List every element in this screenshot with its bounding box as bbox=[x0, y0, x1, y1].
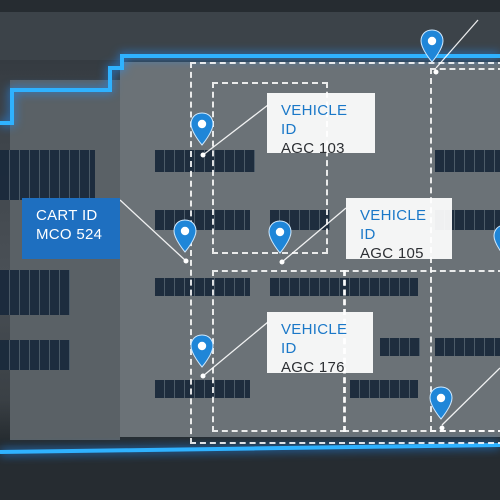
solar-panel-row bbox=[0, 150, 95, 200]
solar-panel-row bbox=[155, 278, 250, 296]
building-roof bbox=[10, 80, 120, 440]
zone-boundary bbox=[212, 82, 328, 254]
cart-id-label[interactable]: CART ID MCO 524 bbox=[22, 198, 120, 259]
location-pin-icon[interactable] bbox=[492, 224, 500, 258]
solar-panel-row bbox=[155, 150, 255, 172]
solar-panel-row bbox=[0, 270, 70, 315]
vehicle-id-label[interactable]: VEHICLE ID AGC 103 bbox=[267, 93, 375, 157]
location-pin-icon[interactable] bbox=[267, 220, 293, 254]
vehicle-id-label[interactable]: VEHICLE ID AGC 176 bbox=[267, 312, 373, 376]
location-pin-icon[interactable] bbox=[189, 334, 215, 368]
label-title: CART ID bbox=[36, 207, 98, 224]
label-title: VEHICLE ID bbox=[360, 207, 427, 243]
solar-panel-row bbox=[380, 338, 420, 356]
label-title: VEHICLE ID bbox=[281, 321, 348, 357]
zone-boundary bbox=[190, 62, 500, 444]
label-title: VEHICLE ID bbox=[281, 102, 348, 138]
label-value: AGC 105 bbox=[360, 245, 424, 262]
road bbox=[0, 0, 500, 12]
label-value: AGC 103 bbox=[281, 140, 345, 157]
location-pin-icon[interactable] bbox=[419, 29, 445, 63]
solar-panel-row bbox=[435, 150, 500, 172]
solar-panel-row bbox=[155, 380, 250, 398]
label-value: AGC 176 bbox=[281, 359, 345, 376]
solar-panel-row bbox=[435, 338, 500, 356]
vehicle-id-label[interactable]: VEHICLE ID AGC 105 bbox=[346, 198, 452, 262]
location-pin-icon[interactable] bbox=[428, 386, 454, 420]
road bbox=[0, 445, 500, 500]
label-value: MCO 524 bbox=[36, 226, 103, 243]
location-pin-icon[interactable] bbox=[189, 112, 215, 146]
location-pin-icon[interactable] bbox=[172, 219, 198, 253]
solar-panel-row bbox=[0, 340, 70, 370]
solar-panel-row bbox=[350, 380, 418, 398]
